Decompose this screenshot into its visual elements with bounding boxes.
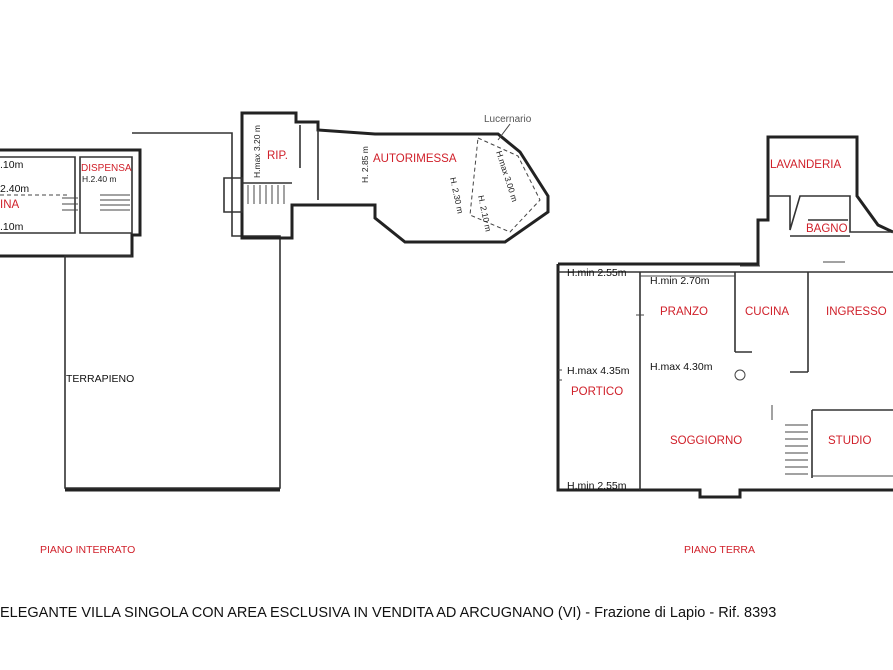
piano-interrato-caption: PIANO INTERRATO <box>40 544 135 556</box>
cantina-inner-walls <box>0 156 133 234</box>
piano-terra-plan: LAVANDERIA BAGNO PRANZO CUCINA INGRESSO … <box>556 135 893 556</box>
soggiorno-label: SOGGIORNO <box>670 435 742 447</box>
listing-footer: ELEGANTE VILLA SINGOLA CON AREA ESCLUSIV… <box>0 605 776 621</box>
rip-partition <box>242 125 319 200</box>
portico-height-mid: H.max 4.35m <box>567 365 630 377</box>
piano-interrato-plan: TERRAPIENO Lucernario RIP. AUTORIMESSA H… <box>0 111 550 556</box>
window-marks <box>558 261 893 477</box>
autorimessa-height-2: H. 2.30 m <box>448 176 465 214</box>
autorimessa-walls <box>240 111 550 244</box>
rip-height: H.max 3.20 m <box>252 125 262 178</box>
autorimessa-height-3: H. 2.10 m <box>476 194 493 232</box>
bagno-label: BAGNO <box>806 223 848 235</box>
soggiorno-stair <box>785 424 808 475</box>
cantina-height-3: .10m <box>0 221 24 233</box>
portico-height-top: H.min 2.55m <box>567 267 627 279</box>
rip-label: RIP. <box>267 150 288 162</box>
dispensa-stair <box>62 194 130 211</box>
cantina-height-1: .10m <box>0 159 24 171</box>
cucina-partitions <box>734 272 893 478</box>
cantina-height-2: 2.40m <box>0 183 29 195</box>
lucernario-outline <box>469 137 541 233</box>
entry-steps <box>223 177 243 213</box>
dispensa-label: DISPENSA <box>81 163 132 174</box>
rip-stair <box>247 185 285 204</box>
column-marker <box>734 369 746 381</box>
pranzo-height-top: H.min 2.70m <box>650 275 710 287</box>
autorimessa-height-1: H. 2.85 m <box>360 146 370 183</box>
piano-terra-caption: PIANO TERRA <box>684 544 755 556</box>
portico-height-bottom: H.min 2.55m <box>567 480 627 492</box>
lavanderia-bagno-walls <box>768 195 893 237</box>
cucina-label: CUCINA <box>745 306 789 318</box>
lucernario-pointer <box>497 123 511 141</box>
dispensa-height: H.2.40 m <box>82 174 117 184</box>
terrapieno-outline <box>64 132 281 489</box>
autorimessa-label: AUTORIMESSA <box>373 153 457 165</box>
lucernario-label: Lucernario <box>484 114 532 125</box>
soggiorno-height-mid: H.max 4.30m <box>650 361 713 373</box>
terrapieno-label: TERRAPIENO <box>66 373 134 385</box>
cantina-label: INA <box>0 199 20 211</box>
pranzo-label: PRANZO <box>660 306 708 318</box>
autorimessa-height-4: H.max 3.00 m <box>494 150 520 203</box>
lavanderia-label: LAVANDERIA <box>770 159 841 171</box>
portico-partition <box>558 271 893 490</box>
ingresso-label: INGRESSO <box>826 306 887 318</box>
studio-label: STUDIO <box>828 435 872 447</box>
portico-label: PORTICO <box>571 386 623 398</box>
piano-terra-outer-walls <box>556 135 893 499</box>
